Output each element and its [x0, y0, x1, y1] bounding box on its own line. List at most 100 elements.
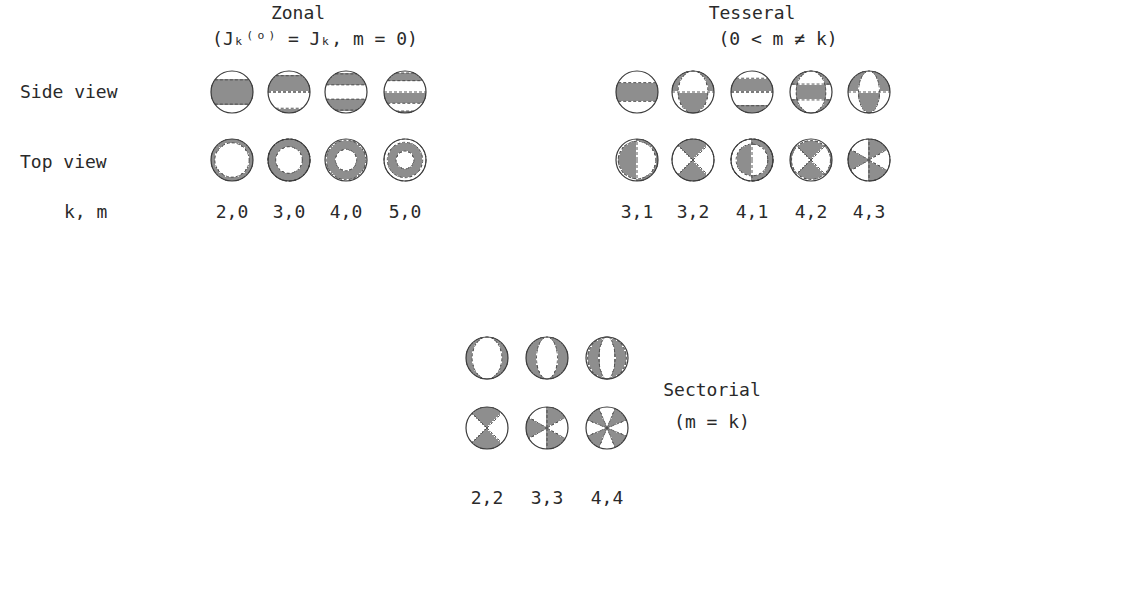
nodal-line: [731, 91, 773, 92]
label: Zonal: [271, 3, 325, 23]
label: Tesseral: [709, 3, 796, 23]
nodal-radius: [811, 160, 826, 175]
nodal-meridian: [588, 337, 607, 379]
nodal-meridian: [607, 337, 615, 379]
nodal-line: [387, 80, 422, 81]
sphere-outline: [211, 139, 253, 181]
nodal-radius: [588, 428, 607, 436]
sphere-outline: [672, 139, 714, 181]
nodal-radius: [547, 407, 548, 428]
nodal-radius: [752, 160, 753, 181]
sphere-outline: [586, 337, 628, 379]
nodal-radius: [487, 428, 502, 443]
nodal-circle: [268, 139, 310, 181]
sphere-outline: [211, 71, 253, 113]
nodal-line: [618, 82, 656, 83]
nodal-radius: [637, 160, 638, 181]
label: 3,1: [621, 202, 654, 222]
nodal-radius: [678, 160, 693, 175]
nodal-radius: [547, 428, 565, 439]
sphere-outline: [731, 139, 773, 181]
nodal-radius: [472, 428, 487, 443]
sphere-outline: [790, 139, 832, 181]
shaded-lobe: [790, 141, 832, 179]
nodal-line: [326, 99, 366, 100]
nodal-circle: [276, 147, 303, 174]
label: 4,2: [795, 202, 828, 222]
shaded-lobe: [588, 409, 626, 447]
nodal-meridian: [859, 71, 870, 113]
nodal-radius: [851, 160, 869, 171]
nodal-radius: [869, 160, 870, 181]
shaded-lobe: [672, 71, 714, 113]
label: 3,2: [677, 202, 710, 222]
nodal-line: [731, 92, 773, 93]
harmonic-figure: [672, 71, 714, 181]
harmonic-figure: [848, 71, 890, 181]
label: 4,0: [330, 202, 363, 222]
label: 3,0: [273, 202, 306, 222]
nodal-circle: [731, 139, 773, 181]
nodal-line: [848, 92, 890, 93]
nodal-line: [268, 91, 310, 92]
shaded-lobe: [848, 71, 890, 113]
nodal-radius: [607, 420, 626, 428]
label: 3,3: [531, 488, 564, 508]
label: 4,1: [736, 202, 769, 222]
shaded-lobe: [472, 407, 500, 449]
nodal-radius: [796, 145, 811, 160]
sphere-outline: [790, 71, 832, 113]
nodal-radius: [472, 413, 487, 428]
sphere-outline: [466, 407, 508, 449]
nodal-radius: [547, 428, 548, 449]
harmonic-figure: [586, 337, 628, 449]
sphere-outline: [325, 71, 367, 113]
shaded-lobe: [327, 73, 365, 111]
harmonic-figure: [268, 71, 310, 181]
sphere-outline: [616, 139, 658, 181]
harmonic-figure: [616, 71, 658, 181]
shaded-lobe: [616, 83, 658, 101]
shaded-lobe: [526, 337, 568, 379]
nodal-line: [215, 79, 249, 80]
nodal-meridian: [607, 337, 626, 379]
sphere-outline: [466, 337, 508, 379]
nodal-circle: [215, 143, 249, 177]
nodal-radius: [869, 150, 887, 161]
nodal-line: [736, 105, 768, 106]
nodal-line: [215, 104, 249, 105]
harmonic-figure: [466, 337, 508, 449]
harmonic-figure: [526, 337, 568, 449]
shaded-lobe: [268, 139, 310, 181]
nodal-radius: [678, 145, 693, 160]
sphere-outline: [616, 71, 658, 113]
nodal-circle: [396, 151, 414, 169]
shaded-lobe: [327, 141, 365, 179]
nodal-radius: [752, 139, 753, 160]
nodal-meridian: [796, 71, 811, 113]
label: Side view: [20, 82, 118, 102]
nodal-circle: [731, 139, 773, 181]
nodal-circle: [268, 139, 310, 181]
nodal-meridian: [869, 71, 880, 113]
nodal-meridian: [599, 337, 607, 379]
shaded-lobe: [466, 337, 508, 379]
nodal-radius: [811, 145, 826, 160]
nodal-line: [276, 108, 303, 109]
sphere-outline: [526, 337, 568, 379]
shaded-lobe: [731, 79, 773, 113]
nodal-meridian: [693, 71, 708, 113]
nodal-meridian: [487, 337, 502, 379]
sphere-outline: [526, 407, 568, 449]
nodal-radius: [869, 160, 887, 171]
label: (m = k): [674, 412, 750, 432]
nodal-line: [335, 110, 356, 111]
harmonic-figure: [211, 71, 253, 181]
sphere-outline: [672, 71, 714, 113]
nodal-line: [396, 72, 414, 73]
nodal-radius: [637, 139, 638, 160]
label: k, m: [64, 202, 107, 222]
nodal-line: [384, 92, 426, 93]
